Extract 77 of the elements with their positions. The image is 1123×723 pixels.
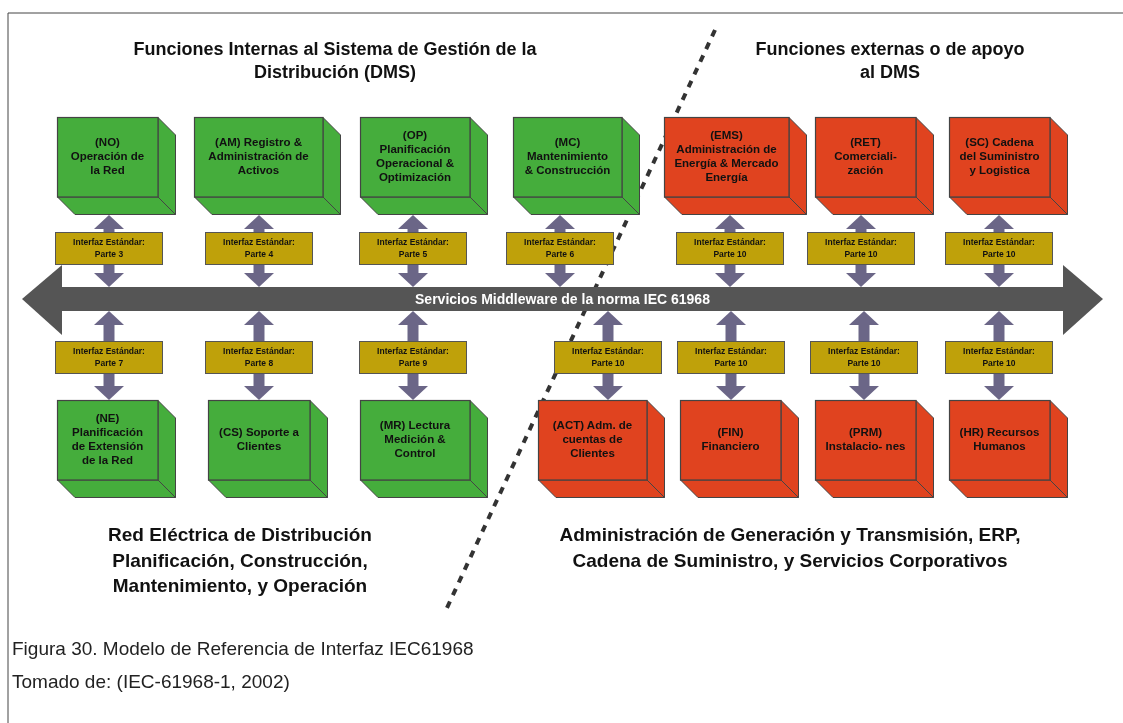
double-arrow-connector	[94, 215, 124, 232]
interface-box	[506, 232, 614, 265]
function-label: (NE) Planificación de Extensión de la Red	[70, 412, 145, 468]
function-label: (MR) Lectura Medición & Control	[378, 419, 452, 461]
interface-label: Interfaz Estándar: Parte 3	[72, 237, 146, 260]
function-label: (EMS) Administración de Energía & Mercado Energía	[674, 129, 779, 185]
function-label: (AM) Registro & Administración de Activos	[207, 136, 310, 178]
interface-box	[205, 232, 313, 265]
double-arrow-connector	[244, 311, 274, 341]
source-note: Tomado de: (IEC-61968-1, 2002)	[12, 670, 291, 694]
double-arrow-connector	[846, 215, 876, 232]
double-arrow-connector	[244, 374, 274, 400]
interface-label: Interfaz Estándar: Parte 10	[962, 237, 1036, 260]
figure-caption: Figura 30. Modelo de Referencia de Interfaz IEC61968	[12, 638, 475, 660]
double-arrow-connector	[715, 265, 745, 287]
double-arrow-connector	[545, 265, 575, 287]
function-label: (SC) Cadena del Suministro y Logistica	[959, 136, 1040, 178]
double-arrow-connector	[94, 374, 124, 400]
function-label: (PRM) Instalacio- nes	[825, 426, 906, 454]
double-arrow-connector	[849, 374, 879, 400]
function-label: (CS) Soporte a Clientes	[218, 426, 300, 454]
interface-box	[945, 232, 1053, 265]
section-heading: Funciones externas o de apoyo al DMS	[755, 38, 1025, 85]
interface-label: Interfaz Estándar: Parte 10	[693, 237, 767, 260]
function-label: (HR) Recursos Humanos	[959, 426, 1040, 454]
double-arrow-connector	[545, 215, 575, 232]
double-arrow-connector	[94, 311, 124, 341]
section-heading: Red Eléctrica de Distribución Planificación, Construcción, Mantenimiento, y Operación	[107, 523, 373, 599]
double-arrow-connector	[716, 311, 746, 341]
interface-label: Interfaz Estándar: Parte 10	[962, 346, 1036, 369]
double-arrow-connector	[984, 265, 1014, 287]
interface-box	[810, 341, 918, 374]
double-arrow-connector	[398, 374, 428, 400]
section-heading: Funciones Internas al Sistema de Gestión de la Distribución (DMS)	[132, 38, 538, 85]
double-arrow-connector	[398, 265, 428, 287]
function-label: (RET) Comerciali- zación	[833, 136, 898, 178]
interface-label: Interfaz Estándar: Parte 10	[827, 346, 901, 369]
double-arrow-connector	[715, 215, 745, 232]
interface-label: Interfaz Estándar: Parte 10	[694, 346, 768, 369]
double-arrow-connector	[984, 215, 1014, 232]
double-arrow-connector	[593, 374, 623, 400]
interface-label: Interfaz Estándar: Parte 9	[376, 346, 450, 369]
double-arrow-connector	[846, 265, 876, 287]
interface-box	[807, 232, 915, 265]
interface-label: Interfaz Estándar: Parte 4	[222, 237, 296, 260]
interface-box	[677, 341, 785, 374]
function-label: (ACT) Adm. de cuentas de Clientes	[551, 419, 634, 461]
double-arrow-connector	[593, 311, 623, 341]
double-arrow-connector	[244, 265, 274, 287]
interface-box	[205, 341, 313, 374]
double-arrow-connector	[398, 215, 428, 232]
interface-label: Interfaz Estándar: Parte 10	[824, 237, 898, 260]
interface-box	[676, 232, 784, 265]
interface-box	[554, 341, 662, 374]
function-label: (MC) Mantenimiento & Construcción	[523, 136, 612, 178]
section-heading: Administración de Generación y Transmisión, ERP, Cadena de Suministro, y Servicios Corporativos	[558, 523, 1022, 573]
function-label: (OP) Planificación Operacional & Optimización	[375, 129, 455, 185]
double-arrow-connector	[984, 311, 1014, 341]
interface-label: Interfaz Estándar: Parte 7	[72, 346, 146, 369]
interface-label: Interfaz Estándar: Parte 10	[571, 346, 645, 369]
function-label: (FIN) Financiero	[700, 426, 761, 454]
double-arrow-connector	[94, 265, 124, 287]
interface-label: Interfaz Estándar: Parte 6	[523, 237, 597, 260]
interface-box	[359, 341, 467, 374]
double-arrow-connector	[849, 311, 879, 341]
double-arrow-connector	[244, 215, 274, 232]
function-label: (NO) Operación de la Red	[69, 136, 146, 178]
interface-box	[55, 341, 163, 374]
interface-label: Interfaz Estándar: Parte 8	[222, 346, 296, 369]
bus-label: Servicios Middleware de la norma IEC 61968	[415, 291, 710, 307]
interface-box	[55, 232, 163, 265]
interface-label: Interfaz Estándar: Parte 5	[376, 237, 450, 260]
interface-box	[359, 232, 467, 265]
double-arrow-connector	[398, 311, 428, 341]
double-arrow-connector	[716, 374, 746, 400]
interface-box	[945, 341, 1053, 374]
double-arrow-connector	[984, 374, 1014, 400]
